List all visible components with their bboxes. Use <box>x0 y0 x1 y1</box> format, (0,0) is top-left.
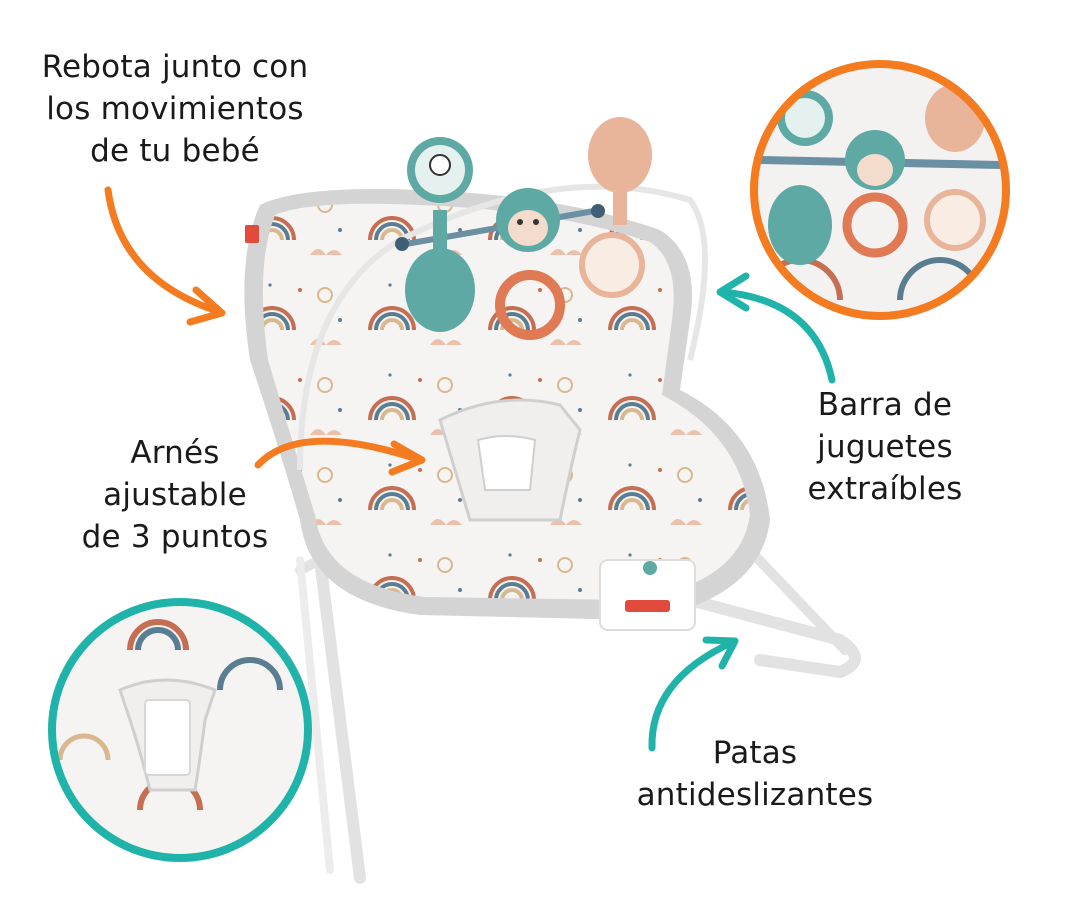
callout-bounce: Rebota junto con los movimientos de tu b… <box>30 46 320 172</box>
callout-harness-line: ajustable <box>103 477 247 513</box>
callout-legs-line: Patas <box>712 735 798 771</box>
toybar-arrow-icon <box>716 272 836 384</box>
bouncer-seat <box>244 183 770 631</box>
callout-bounce-line: los movimientos <box>46 91 304 127</box>
callout-harness-line: Arnés <box>130 435 220 471</box>
harness-detail-circle <box>48 598 312 862</box>
callout-toy-bar-line: extraíbles <box>807 471 963 507</box>
callout-toy-bar: Barra de juguetes extraíbles <box>790 384 980 510</box>
bounce-arrow-icon <box>104 186 226 326</box>
callout-toy-bar-line: Barra de <box>817 387 953 423</box>
toy-bar <box>395 117 652 340</box>
callout-bounce-line: Rebota junto con <box>41 49 309 85</box>
toybar-detail-circle <box>750 60 1010 320</box>
callout-toy-bar-line: juguetes <box>817 429 953 465</box>
callout-harness: Arnés ajustable de 3 puntos <box>60 432 290 558</box>
callout-harness-line: de 3 puntos <box>81 519 269 555</box>
harness-arrow-icon <box>254 437 426 476</box>
legs-arrow-icon <box>648 636 739 752</box>
callout-legs-line: antideslizantes <box>636 777 874 813</box>
callout-legs: Patas antideslizantes <box>610 732 900 816</box>
callout-bounce-line: de tu bebé <box>90 133 260 169</box>
bouncer-frame <box>295 535 861 884</box>
